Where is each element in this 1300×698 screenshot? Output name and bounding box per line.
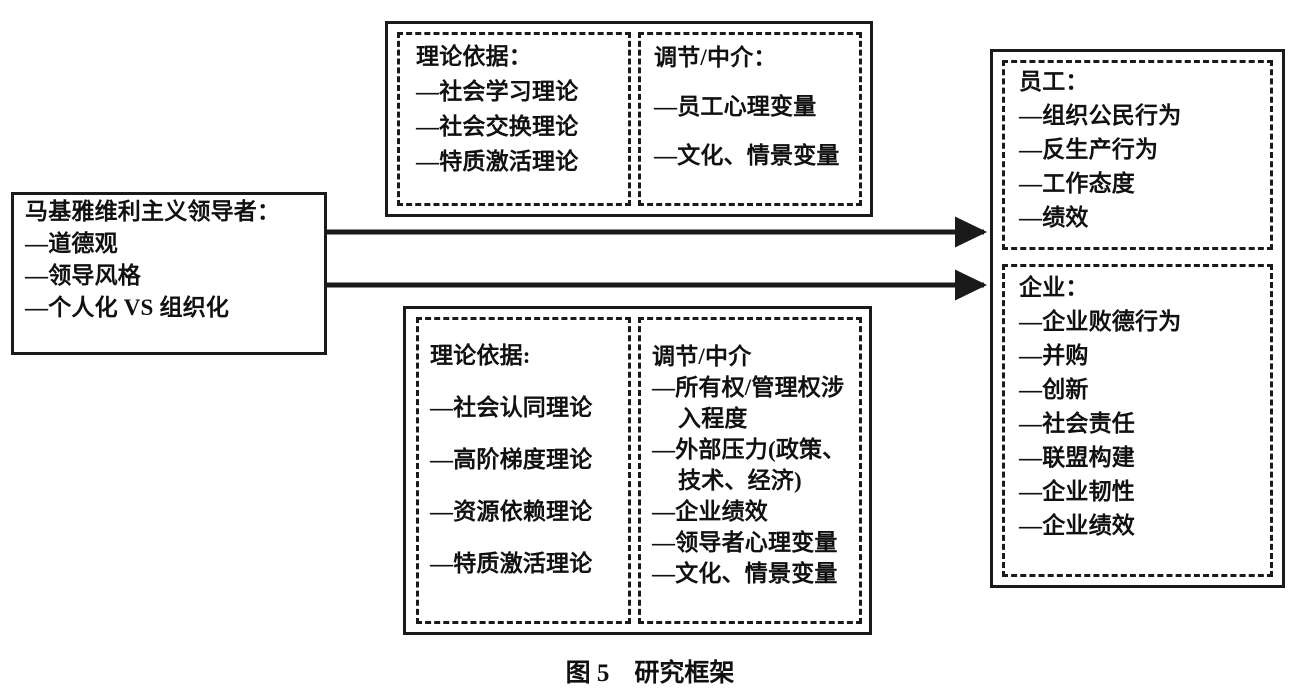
employee-theory-text-block: 理论依据： —社会学习理论 —社会交换理论 —特质激活理论 [416, 45, 636, 173]
firm-mediator-item-2: —外部压力(政策、 [652, 437, 846, 462]
firm-outcomes-item-6: —企业绩效 [1019, 513, 1135, 538]
firm-outcomes-item-0: —企业败德行为 [1019, 309, 1182, 334]
employee-outcomes-text-block: 员工： —组织公民行为 —反生产行为 —工作态度 —绩效 [1019, 70, 1269, 229]
employee-mediator-dashed-box [638, 32, 862, 206]
employee-outcomes-item-1: —反生产行为 [1019, 137, 1159, 162]
firm-outcomes-item-5: —企业韧性 [1019, 479, 1135, 504]
firm-mediator-item-3: 技术、经济) [678, 468, 802, 493]
firm-outcomes-item-4: —联盟构建 [1019, 445, 1135, 470]
antecedent-text-block: 马基雅维利主义领导者： —道德观 —领导风格 —个人化 VS 组织化 [25, 200, 325, 319]
antecedent-item-0: —道德观 [25, 231, 118, 256]
firm-mediator-item-1: 入程度 [678, 406, 748, 431]
employee-outcomes-dashed-box [1002, 60, 1273, 250]
employee-theory-item-0: —社会学习理论 [416, 79, 579, 104]
firm-outcomes-item-1: —并购 [1019, 343, 1089, 368]
firm-outcomes-dashed-box [1002, 264, 1273, 577]
firm-mediator-item-6: —文化、情景变量 [652, 561, 838, 586]
firm-mediator-text-block: 调节/中介 —所有权/管理权涉 入程度 —外部压力(政策、 技术、经济) —企业… [652, 345, 867, 585]
employee-outcomes-item-2: —工作态度 [1019, 171, 1135, 196]
firm-path-outer-box [403, 306, 872, 635]
employee-theory-title: 理论依据： [416, 44, 532, 69]
employee-theory-item-1: —社会交换理论 [416, 114, 579, 139]
outcomes-outer-box [990, 49, 1285, 588]
firm-theory-text-block: 理论依据: —社会认同理论 —高阶梯度理论 —资源依赖理论 —特质激活理论 [430, 344, 635, 575]
employee-outcomes-title: 员工： [1019, 69, 1089, 94]
employee-mediator-text-block: 调节/中介： —员工心理变量 —文化、情景变量 [654, 46, 864, 167]
firm-mediator-title: 调节/中介 [652, 344, 752, 369]
employee-outcomes-item-0: —组织公民行为 [1019, 103, 1182, 128]
firm-theory-dashed-box [416, 317, 631, 624]
employee-theory-item-2: —特质激活理论 [416, 149, 579, 174]
firm-outcomes-item-3: —社会责任 [1019, 411, 1135, 436]
firm-theory-item-0: —社会认同理论 [430, 395, 593, 420]
employee-mediator-title: 调节/中介： [654, 45, 777, 70]
employee-theory-dashed-box [397, 32, 631, 206]
firm-outcomes-text-block: 企业： —企业败德行为 —并购 —创新 —社会责任 —联盟构建 —企业韧性 —企… [1019, 276, 1269, 537]
firm-mediator-dashed-box [638, 317, 862, 624]
antecedent-item-2: —个人化 VS 组织化 [25, 295, 230, 320]
firm-outcomes-item-2: —创新 [1019, 377, 1089, 402]
firm-mediator-item-4: —企业绩效 [652, 499, 768, 524]
employee-outcomes-item-3: —绩效 [1019, 205, 1089, 230]
firm-mediator-item-0: —所有权/管理权涉 [652, 375, 845, 400]
figure-caption: 图 5 研究框架 [565, 660, 735, 687]
firm-outcomes-title: 企业： [1019, 275, 1089, 300]
firm-theory-item-3: —特质激活理论 [430, 551, 593, 576]
antecedent-title: 马基雅维利主义领导者： [25, 199, 281, 224]
firm-theory-item-2: —资源依赖理论 [430, 499, 593, 524]
antecedent-box [11, 192, 327, 355]
firm-theory-title: 理论依据: [430, 343, 531, 368]
antecedent-item-1: —领导风格 [25, 263, 141, 288]
employee-mediator-item-1: —文化、情景变量 [654, 143, 840, 168]
firm-mediator-item-5: —领导者心理变量 [652, 530, 838, 555]
employee-mediator-item-0: —员工心理变量 [654, 94, 817, 119]
firm-theory-item-1: —高阶梯度理论 [430, 447, 593, 472]
